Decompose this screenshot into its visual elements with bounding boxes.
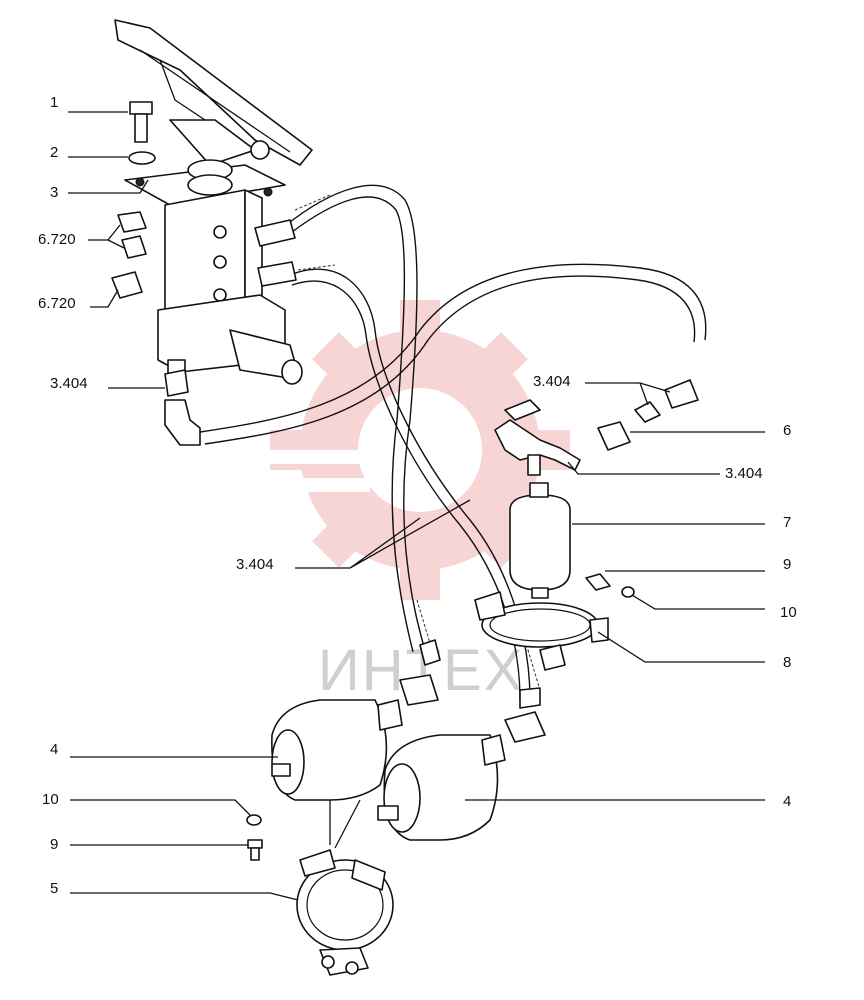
- label-part-9-lower: 9: [50, 836, 58, 853]
- fitting-3404-left: [164, 369, 189, 397]
- washer-part-10-upper: [621, 586, 635, 598]
- label-part-9-upper: 9: [783, 556, 791, 573]
- label-part-6720-upper: 6.720: [38, 231, 76, 248]
- screw-part-9-lower: [247, 839, 263, 861]
- label-part-4-right: 4: [783, 793, 791, 810]
- lower-hose-fittings: [399, 639, 546, 743]
- washer-part-2: [128, 151, 156, 165]
- label-part-1: 1: [50, 94, 58, 111]
- label-part-10-lower: 10: [42, 791, 59, 808]
- fitting-3404-right: [634, 379, 699, 423]
- label-part-3404-left: 3.404: [50, 375, 88, 392]
- label-part-5: 5: [50, 880, 58, 897]
- washer-part-10-lower: [246, 814, 262, 826]
- label-part-3404-right-top: 3.404: [533, 373, 571, 390]
- screw-part-9-upper: [585, 573, 611, 591]
- pressure-switch-6720-upper: [117, 211, 147, 259]
- watermark-gear-logo: [260, 300, 570, 600]
- label-part-10-upper: 10: [780, 604, 797, 621]
- adapter-part-6: [597, 421, 631, 451]
- label-part-3: 3: [50, 184, 58, 201]
- accumulator-part-4-right: [377, 734, 506, 841]
- label-part-8: 8: [783, 654, 791, 671]
- clamp-part-5: [296, 849, 394, 976]
- label-part-6720-lower: 6.720: [38, 295, 76, 312]
- clamp-part-8: [474, 591, 609, 671]
- brake-pedal-valve-assembly: [114, 19, 313, 446]
- leader-lines: [68, 111, 765, 901]
- accumulator-part-7: [509, 482, 571, 599]
- label-part-6: 6: [783, 422, 791, 439]
- label-part-3404-right: 3.404: [725, 465, 763, 482]
- label-part-3404-center: 3.404: [236, 556, 274, 573]
- pressure-switch-6720-lower: [111, 271, 143, 299]
- accumulator-part-4-left: [271, 699, 403, 801]
- label-part-2: 2: [50, 144, 58, 161]
- label-part-4-left: 4: [50, 741, 58, 758]
- part-labels: 1 2 3 6.720 6.720 3.404 3.404 6 3.404 7 …: [38, 94, 797, 897]
- bolt-part-1: [129, 101, 153, 143]
- label-part-7: 7: [783, 514, 791, 531]
